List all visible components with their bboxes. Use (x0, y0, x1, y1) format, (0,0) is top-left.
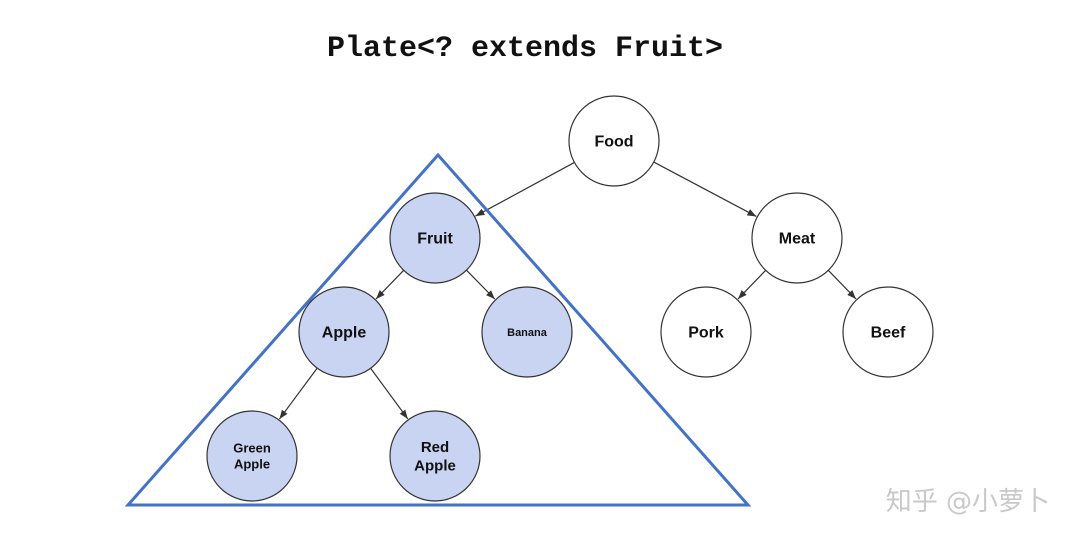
node-red-apple-label: Red (421, 439, 449, 456)
edge-food-to-meat (653, 161, 757, 217)
node-banana: Banana (481, 286, 573, 378)
node-green-apple-label: Apple (234, 457, 270, 472)
node-beef: Beef (842, 286, 934, 378)
edge-food-to-fruit (475, 161, 575, 217)
node-meat-label: Meat (779, 231, 816, 248)
node-apple: Apple (298, 286, 390, 378)
node-beef-circle (842, 286, 934, 378)
node-apple-circle (298, 286, 390, 378)
triangle-layer (124, 152, 752, 507)
node-pork-label: Pork (688, 325, 724, 342)
node-beef-label: Beef (871, 325, 906, 342)
node-food: Food (568, 95, 660, 187)
node-fruit-label: Fruit (417, 231, 453, 248)
watermark: 知乎 @小萝卜 (886, 487, 1050, 517)
edge-meat-to-beef (827, 269, 857, 300)
node-banana-label: Banana (507, 327, 548, 339)
node-fruit-circle (389, 192, 481, 284)
node-green-apple-label: Green (233, 440, 271, 455)
node-food-circle (568, 95, 660, 187)
node-red-apple-label: Apple (414, 458, 456, 475)
diagram-title: Plate<? extends Fruit> (327, 32, 723, 66)
node-banana-circle (481, 286, 573, 378)
edge-fruit-to-banana (466, 269, 496, 300)
node-pork: Pork (660, 286, 752, 378)
edge-meat-to-pork (737, 269, 767, 300)
node-meat-circle (751, 192, 843, 284)
node-green-apple-circle (206, 410, 298, 502)
node-fruit: Fruit (389, 192, 481, 284)
node-pork-circle (660, 286, 752, 378)
node-meat: Meat (751, 192, 843, 284)
edge-fruit-to-apple (375, 269, 405, 300)
node-red-apple-circle (389, 410, 481, 502)
edge-apple-to-red-apple (370, 367, 409, 420)
edge-apple-to-green-apple (278, 367, 318, 420)
node-apple-label: Apple (322, 325, 367, 342)
edges-layer (278, 161, 857, 420)
node-food-label: Food (594, 134, 633, 151)
fruit-subtree-triangle (124, 152, 752, 507)
